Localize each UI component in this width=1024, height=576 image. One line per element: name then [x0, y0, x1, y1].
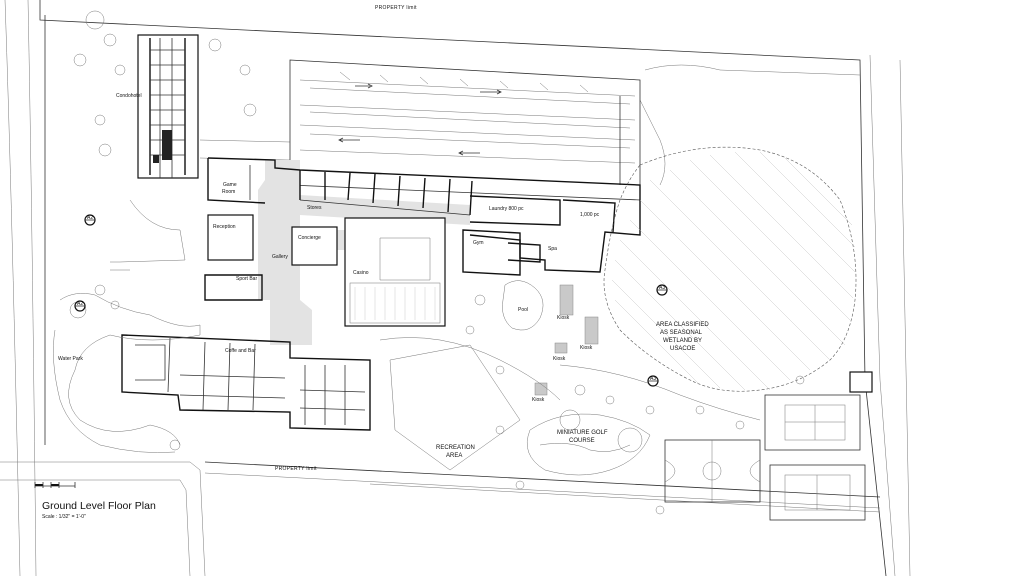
- sports-courts: [664, 371, 873, 521]
- game-room-label-1: Game: [223, 182, 237, 188]
- kiosk-label-2: Kiosk: [580, 345, 593, 351]
- svg-text:A3: A3: [650, 376, 656, 382]
- property-limit-bottom: PROPERTY limit: [275, 466, 317, 472]
- reception-label: Reception: [213, 224, 236, 230]
- gym-label: Gym: [473, 240, 484, 246]
- kiosk-label-4: Kiosk: [532, 397, 545, 403]
- gallery-label: Gallery: [272, 254, 288, 260]
- condohotel-building: Condohotel: [116, 34, 199, 179]
- wetland-label-3: WETLAND BY: [663, 338, 702, 344]
- spa-label: Spa: [548, 246, 557, 252]
- golf-label-1: MINIATURE GOLF: [557, 430, 608, 436]
- water-park-label: Water Park: [58, 356, 83, 362]
- golf-label-2: COURSE: [569, 438, 595, 444]
- roads: [0, 0, 911, 576]
- parking-count-label: 1,000 pc: [580, 212, 600, 218]
- pool-area: Pool Kiosk Kiosk Kiosk Kiosk: [379, 280, 761, 421]
- plan-scale: Scale : 1/32" = 1'-0": [42, 514, 86, 520]
- svg-text:A2: A2: [87, 215, 93, 221]
- svg-text:A2: A2: [77, 301, 83, 307]
- wetland-label-4: USACOE: [670, 346, 695, 352]
- lower-wing: Coffe and Bar: [121, 334, 371, 431]
- recreation-label-1: RECREATION: [436, 445, 475, 451]
- svg-text:A3: A3: [659, 285, 665, 291]
- sport-bar-label: Sport Bar: [236, 276, 257, 282]
- plan-title: Ground Level Floor Plan: [42, 500, 156, 512]
- section-markers: A2 A2 A3 A3: [74, 214, 668, 387]
- scale-bar: [34, 482, 76, 488]
- recreation-label-2: AREA: [446, 453, 462, 459]
- kiosk-label-3: Kiosk: [553, 356, 566, 362]
- trees: [73, 10, 805, 515]
- wetland-label-2: AS SEASONAL: [660, 330, 703, 336]
- property-limit-top: PROPERTY limit: [375, 5, 417, 11]
- parking-lot: [289, 59, 641, 201]
- condohotel-label: Condohotel: [116, 93, 142, 99]
- wetland-label-1: AREA CLASSIFIED: [656, 322, 709, 328]
- coffe-bar-label: Coffe and Bar: [225, 348, 256, 354]
- concierge-label: Concierge: [298, 235, 321, 241]
- wetland-area: AREA CLASSIFIED AS SEASONAL WETLAND BY U…: [603, 146, 857, 392]
- stores-label: Stores: [307, 205, 322, 211]
- laundry-label: Laundry 800 pc: [489, 206, 524, 212]
- pool-label: Pool: [518, 307, 528, 313]
- game-room-label-2: Room: [222, 189, 235, 195]
- recreation-area: RECREATION AREA MINIATURE GOLF COURSE: [389, 344, 651, 476]
- kiosk-label-1: Kiosk: [557, 315, 570, 321]
- water-park: Water Park: [53, 293, 201, 453]
- casino-label: Casino: [353, 270, 369, 276]
- main-building: Stores Game Room Laundry 800 pc 1,000 pc…: [204, 157, 641, 345]
